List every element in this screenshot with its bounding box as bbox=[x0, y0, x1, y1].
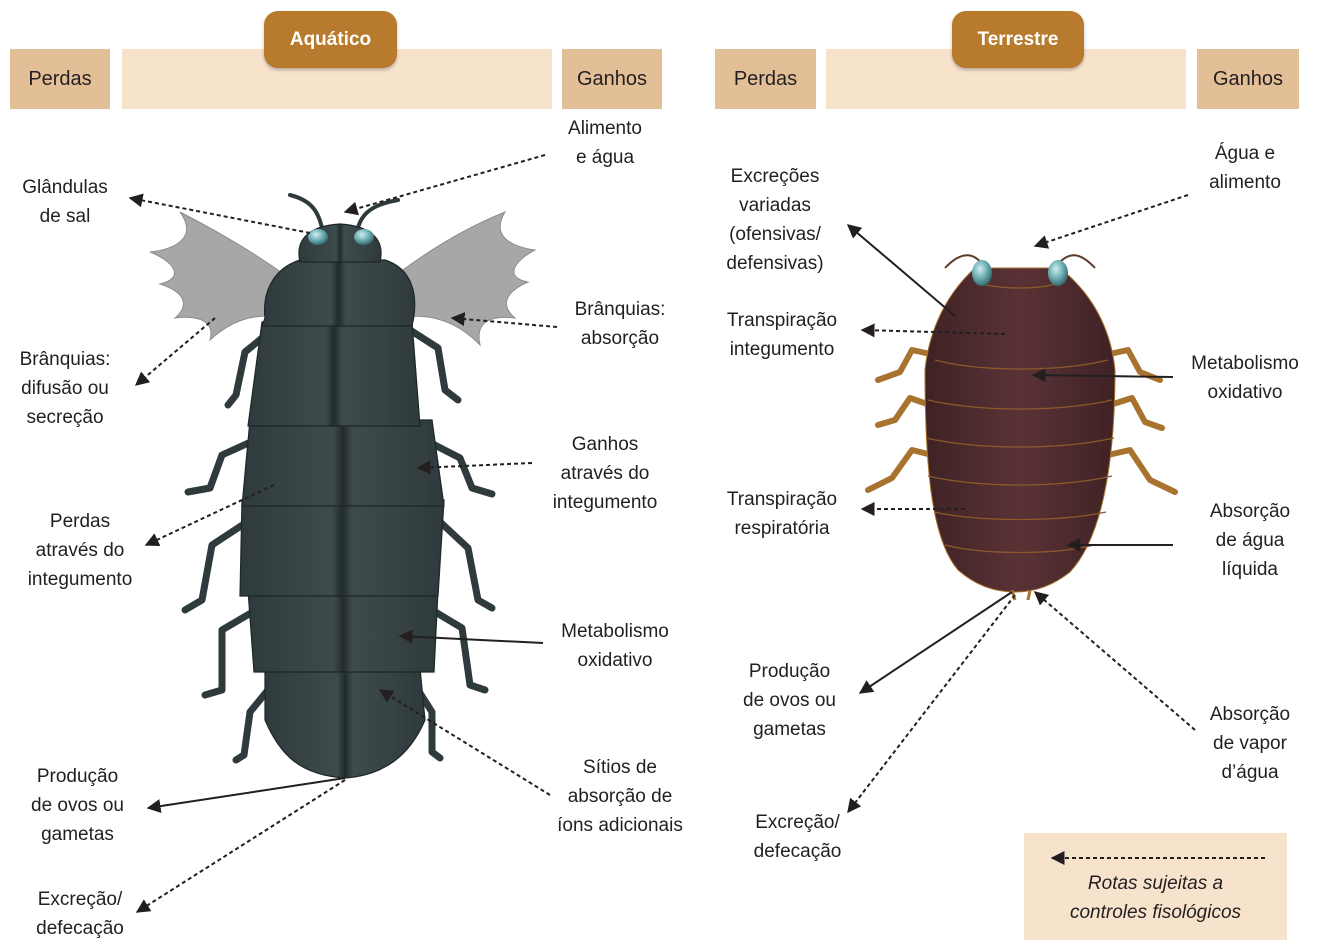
label-integument-losses: Perdas através do integumento bbox=[10, 507, 150, 594]
label-gills-diffusion: Brânquias: difusão ou secreção bbox=[5, 345, 125, 432]
label-integument-transpiration: Transpiração integumento bbox=[712, 306, 852, 364]
label-gills-absorption: Brânquias: absorção bbox=[555, 295, 685, 353]
label-oxidative-metabolism-terrestrial: Metabolismo oxidativo bbox=[1180, 349, 1310, 407]
arrow-water-vapor bbox=[1035, 592, 1195, 730]
aquatic-body bbox=[240, 224, 444, 778]
label-integument-gains: Ganhos através do integumento bbox=[535, 430, 675, 517]
arrow-excretion-terrestrial bbox=[848, 595, 1015, 812]
arrow-egg-production-terrestrial bbox=[860, 592, 1012, 693]
aquatic-insect bbox=[150, 195, 535, 778]
aquatic-eye-left bbox=[308, 229, 328, 245]
aquatic-antenna-right bbox=[358, 200, 398, 228]
aquatic-antenna-left bbox=[290, 195, 322, 228]
label-food-water: Alimento e água bbox=[545, 114, 665, 172]
arrow-water-food bbox=[1035, 195, 1188, 246]
aquatic-eye-right bbox=[354, 229, 374, 245]
label-water-vapor-absorption: Absorção de vapor d’água bbox=[1195, 700, 1305, 787]
arrow-egg-production bbox=[148, 778, 345, 808]
label-ion-absorption-sites: Sítios de absorção de íons adicionais bbox=[545, 753, 695, 840]
label-excretion-terrestrial: Excreção/ defecação bbox=[740, 808, 855, 866]
label-egg-production-terrestrial: Produção de ovos ou gametas bbox=[732, 657, 847, 744]
arrow-gills-diffusion bbox=[136, 318, 215, 385]
label-respiratory-transpiration: Transpiração respiratória bbox=[712, 485, 852, 543]
terrestrial-body bbox=[925, 268, 1115, 592]
label-salt-glands: Glândulas de sal bbox=[10, 173, 120, 231]
terrestrial-eye-right bbox=[1048, 260, 1068, 286]
label-oxidative-metabolism: Metabolismo oxidativo bbox=[550, 617, 680, 675]
terrestrial-eye-left bbox=[972, 260, 992, 286]
label-varied-excretions: Excreções variadas (ofensivas/ defensiva… bbox=[715, 162, 835, 278]
label-liquid-water-absorption: Absorção de água líquida bbox=[1195, 497, 1305, 584]
label-water-food: Água e alimento bbox=[1185, 139, 1305, 197]
terrestrial-insect bbox=[868, 255, 1175, 600]
arrow-excretion bbox=[137, 780, 345, 912]
arrow-salt-glands bbox=[130, 198, 310, 233]
label-egg-production: Produção de ovos ou gametas bbox=[20, 762, 135, 849]
label-excretion: Excreção/ defecação bbox=[25, 885, 135, 943]
arrow-food-water bbox=[345, 155, 545, 212]
arrow-varied-excretions bbox=[848, 225, 955, 316]
